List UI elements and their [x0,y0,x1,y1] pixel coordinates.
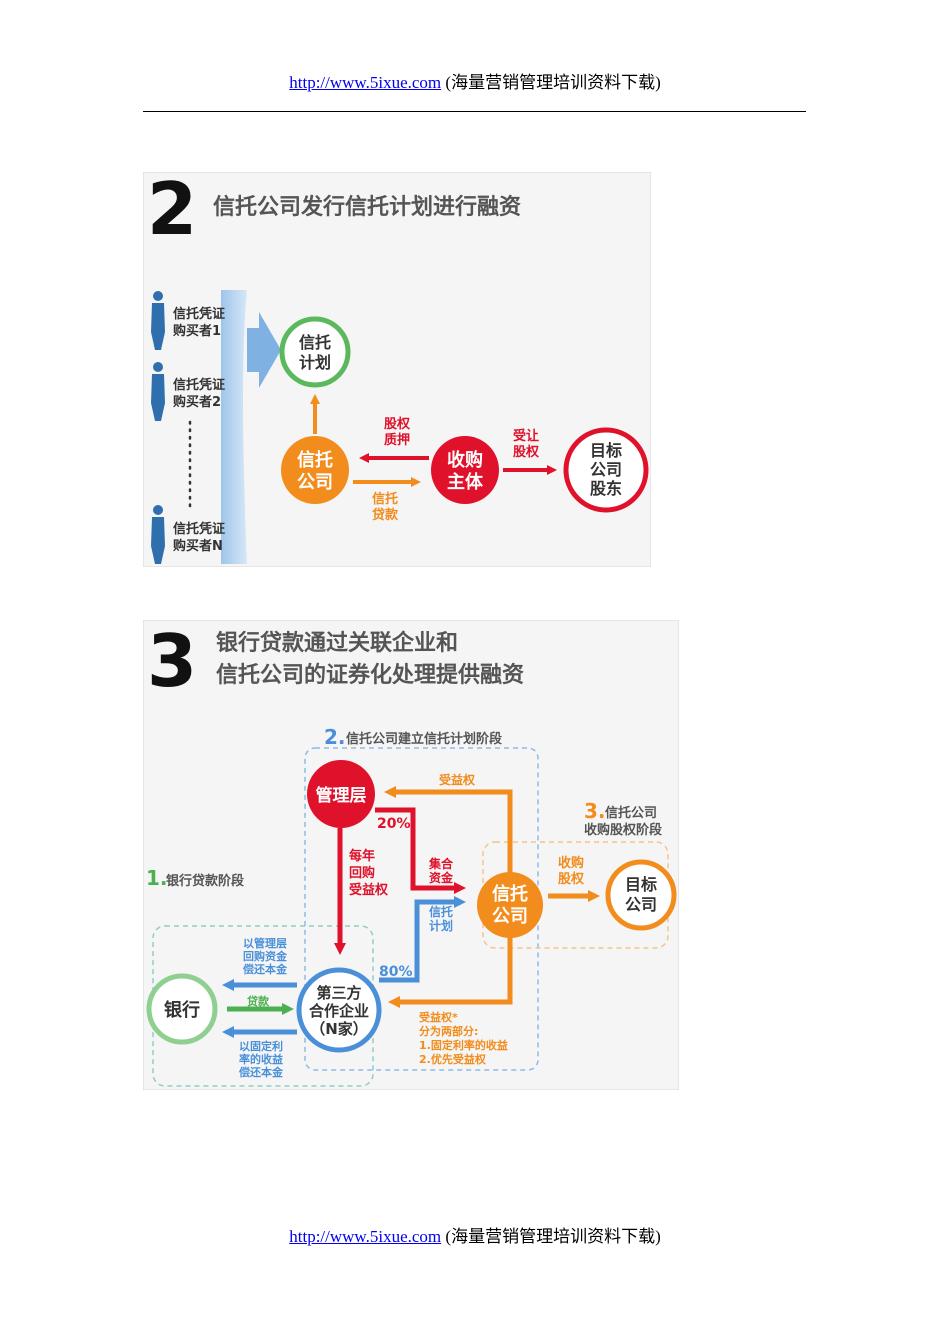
label-benefit-note-3: 1.固定利率的收益 [419,1038,508,1052]
stage-2-label: 信托公司建立信托计划阶段 [346,731,502,747]
label-benefit-note-1: 受益权* [419,1010,458,1024]
buyer-1-line1: 信托凭证 [173,306,225,322]
stage-1-label: 银行贷款阶段 [166,873,244,889]
figure-3-title-1: 银行贷款通过关联企业和 [216,630,458,656]
node-management: 管理层 [307,760,375,828]
svg-text:收购: 收购 [447,449,483,471]
label-repay-fixed-1: 以固定利 [239,1039,283,1053]
svg-text:公司: 公司 [297,472,333,493]
label-loan: 贷款 [247,994,270,1008]
label-pledge-2: 质押 [384,432,410,448]
label-repay-fixed-3: 偿还本金 [239,1065,284,1079]
label-80pct: 80% [379,964,413,980]
svg-text:目标: 目标 [625,875,657,894]
buyer-n: 信托凭证 购买者N [151,505,225,564]
arrow-benefit-to-third [388,928,513,1008]
label-pledge-1: 股权 [384,416,411,432]
svg-text:目标: 目标 [590,441,622,460]
node-target-company: 目标 公司 [605,859,677,931]
label-plan-1: 信托 [429,904,453,919]
svg-text:信托: 信托 [299,333,331,352]
label-transfer-2: 股权 [513,444,540,460]
person-icon [153,291,163,301]
footer-link[interactable]: http://www.5ixue.com [289,1227,442,1246]
label-annual-2: 回购 [349,865,375,881]
figure-3-diagram: 3 银行贷款通过关联企业和 信托公司的证券化处理提供融资 2. 信托公司建立信托… [143,620,679,1090]
stage-2-number: 2. [324,725,346,749]
svg-text:公司: 公司 [492,906,528,927]
label-annual-3: 受益权 [349,882,389,898]
person-icon [153,362,163,372]
node-trust-company: 信托 公司 [281,436,349,504]
buyer-2-line2: 购买者2 [173,394,221,410]
label-collect-1: 集合 [428,856,454,871]
label-repay-mgmt-3: 偿还本金 [243,962,288,976]
stage-3-label-1: 信托公司 [605,805,657,821]
figure-3-number: 3 [147,620,197,703]
label-plan-2: 计划 [429,918,453,933]
header-caption: (海量营销管理培训资料下载) [445,73,661,92]
label-20pct: 20% [377,816,411,832]
buyer-2-line1: 信托凭证 [173,377,225,393]
figure-3-title-2: 信托公司的证券化处理提供融资 [216,662,524,688]
svg-text:信托: 信托 [297,449,333,471]
label-loan-2: 贷款 [372,507,399,523]
figure-2-number: 2 [147,172,197,251]
label-loan-1: 信托 [372,491,398,507]
svg-text:信托: 信托 [492,883,528,905]
label-benefit-note-4: 2.优先受益权 [419,1052,487,1066]
arrow-beneficial-to-mgmt [384,786,513,880]
arrow-80pct-plan [379,896,466,983]
label-beneficial: 受益权 [439,772,476,787]
person-icon [153,505,163,515]
footer-caption: (海量营销管理培训资料下载) [445,1227,661,1246]
page-header: http://www.5ixue.com (海量营销管理培训资料下载) [0,68,950,93]
svg-text:银行: 银行 [164,999,200,1021]
node-trust-company: 信托 公司 [477,872,543,938]
label-annual-1: 每年 [349,848,375,864]
svg-text:公司: 公司 [625,895,657,914]
buyer-n-line2: 购买者N [173,538,223,554]
label-repay-mgmt-1: 以管理层 [243,936,287,950]
buyer-funnel-bar [221,290,247,564]
svg-text:第三方: 第三方 [316,984,361,1002]
buyer-1: 信托凭证 购买者1 [151,291,225,350]
label-repay-mgmt-2: 回购资金 [243,949,288,963]
stage-3-label-2: 收购股权阶段 [584,822,662,838]
buyer-1-line2: 购买者1 [173,323,221,339]
label-transfer-1: 受让 [513,428,539,444]
label-benefit-note-2: 分为两部分: [419,1024,478,1038]
stage-3-number: 3. [584,799,606,823]
label-collect-2: 资金 [429,870,454,885]
svg-text:主体: 主体 [447,471,484,493]
header-rule [143,111,806,112]
svg-text:管理层: 管理层 [316,785,367,806]
label-acquire-2: 股权 [558,871,585,887]
svg-text:股东: 股东 [590,479,622,498]
node-acquirer: 收购 主体 [431,436,499,504]
page-footer: http://www.5ixue.com (海量营销管理培训资料下载) [0,1222,950,1247]
node-trust-plan: 信托 计划 [279,316,351,388]
buyer-2: 信托凭证 购买者2 [151,362,225,421]
figure-2-diagram: 2 信托公司发行信托计划进行融资 信托凭证 购买者1 信托凭证 购买者2 信托凭… [143,172,651,567]
node-third-party: 第三方 合作企业 （N家） [296,967,382,1053]
node-target-shareholders: 目标 公司 股东 [563,427,649,513]
svg-text:（N家）: （N家） [310,1020,368,1038]
svg-text:合作企业: 合作企业 [308,1002,369,1020]
svg-text:计划: 计划 [299,353,331,372]
stage-1-number: 1. [146,866,168,890]
label-acquire-1: 收购 [558,855,584,871]
buyer-n-line1: 信托凭证 [173,521,225,537]
figure-2-title: 信托公司发行信托计划进行融资 [213,194,521,220]
label-repay-fixed-2: 率的收益 [239,1052,283,1066]
funnel-arrow [247,312,281,388]
arrow-mgmt-collect [375,807,466,894]
header-link[interactable]: http://www.5ixue.com [289,73,442,92]
node-bank: 银行 [146,973,218,1045]
svg-text:公司: 公司 [590,460,622,479]
